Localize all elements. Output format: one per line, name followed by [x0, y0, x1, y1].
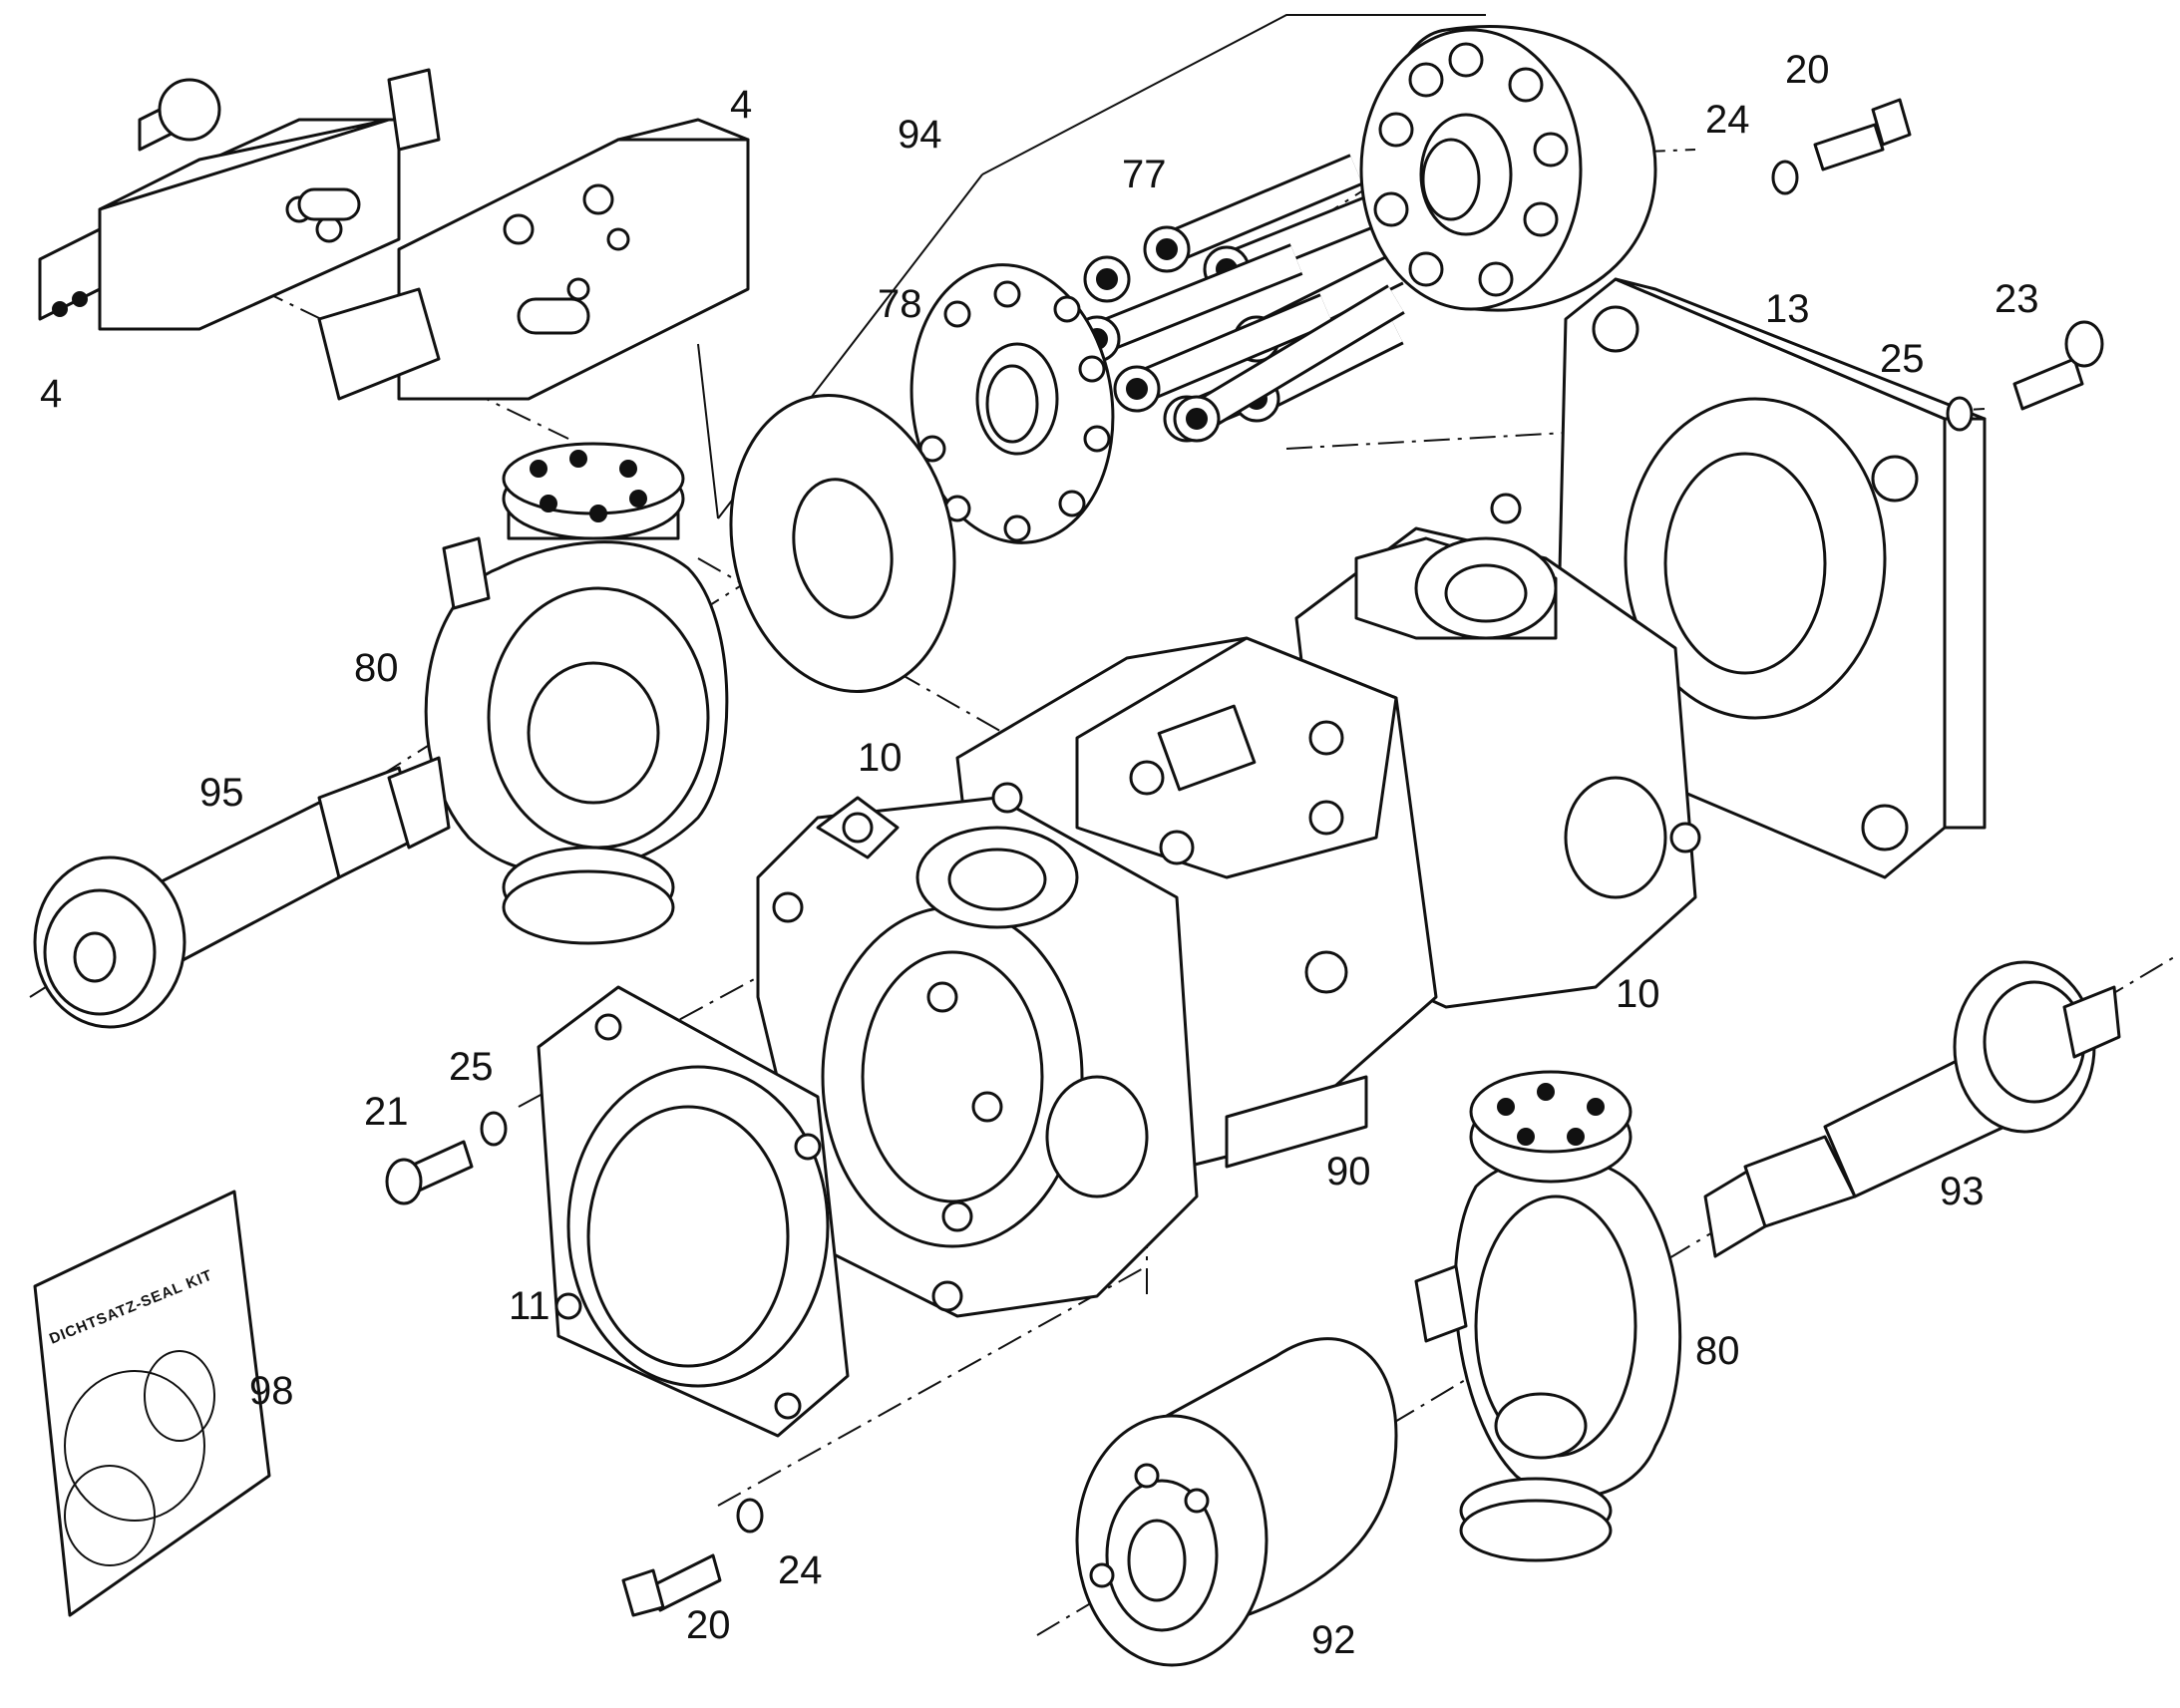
callout-25-right: 25	[1880, 337, 1925, 381]
callout-20-top: 20	[1785, 48, 1830, 92]
callout-23: 23	[1995, 277, 2039, 321]
screw-21	[385, 1140, 474, 1205]
washer-25-left	[480, 1111, 508, 1147]
callout-77: 77	[1122, 153, 1167, 196]
callout-24-top: 24	[1705, 98, 1750, 142]
callout-13: 13	[1765, 287, 1810, 331]
callout-4-top: 4	[730, 83, 752, 127]
washer-24-bottom	[736, 1498, 764, 1534]
callout-95: 95	[199, 771, 244, 815]
washer-24-top	[1771, 160, 1799, 195]
callout-20-bottom: 20	[686, 1603, 731, 1647]
callout-80-lower: 80	[1695, 1329, 1740, 1373]
control-valve-left	[38, 68, 441, 331]
pump-housing-front	[756, 782, 1199, 1318]
swashplate-lower	[1414, 1070, 1682, 1562]
washer-25-right	[1946, 396, 1974, 432]
end-cover	[537, 985, 850, 1438]
thrust-washer	[729, 394, 956, 693]
cylinder-lower	[1075, 1337, 1398, 1667]
callout-94: 94	[898, 113, 942, 157]
callout-78: 78	[878, 282, 922, 326]
drive-shaft-front	[33, 756, 451, 1029]
callout-93: 93	[1940, 1170, 1985, 1213]
retaining-plate	[909, 263, 1115, 544]
callout-4-left: 4	[40, 372, 62, 416]
callout-21: 21	[364, 1090, 409, 1134]
drive-shaft-rear	[1703, 960, 2121, 1258]
piston-set	[1073, 154, 1405, 443]
callout-10-rear: 10	[1616, 972, 1660, 1016]
screw-20-bottom	[621, 1553, 722, 1617]
cylinder-block	[1359, 25, 1657, 312]
callout-90: 90	[1326, 1150, 1371, 1194]
callout-98: 98	[249, 1369, 294, 1413]
callout-25-left: 25	[449, 1045, 494, 1089]
seal-kit-bag: DICHTSATZ-SEAL KIT	[33, 1190, 271, 1617]
control-valve-right	[317, 118, 750, 401]
callout-11: 11	[509, 1284, 550, 1328]
callout-24-bottom: 24	[778, 1548, 823, 1592]
callout-92: 92	[1311, 1618, 1356, 1662]
callout-labels: 4 4 94 77 78 20 24 13 23 25 80 95 10 10 …	[40, 48, 2039, 1662]
screw-20-top	[1813, 98, 1912, 171]
callout-80-upper: 80	[354, 646, 399, 690]
swashplate-upper	[424, 442, 729, 945]
screw-23	[2012, 320, 2104, 411]
callout-10-front: 10	[858, 736, 903, 780]
